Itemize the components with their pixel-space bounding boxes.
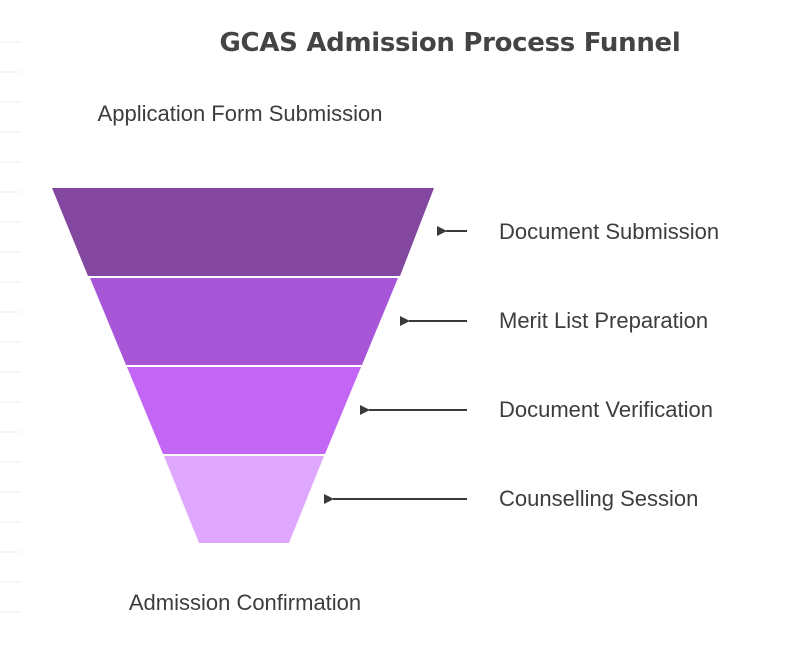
funnel-stage-1	[52, 188, 434, 276]
funnel-stage-4	[164, 456, 324, 543]
funnel-top-label: Application Form Submission	[97, 101, 383, 126]
left-edge-marks	[0, 0, 22, 648]
edge-marks-graphic	[0, 41, 20, 613]
funnel-bottom-label: Admission Confirmation	[128, 590, 362, 615]
funnel-stage-3	[127, 367, 361, 454]
stage-label-counselling-session: Counselling Session	[499, 486, 699, 511]
stage-label-document-verification: Document Verification	[499, 397, 713, 422]
diagram-title: GCAS Admission Process Funnel	[219, 28, 681, 58]
stage-label-merit-list-preparation: Merit List Preparation	[499, 308, 709, 333]
stage-label-document-submission: Document Submission	[499, 219, 720, 244]
funnel-stage-2	[90, 278, 398, 365]
